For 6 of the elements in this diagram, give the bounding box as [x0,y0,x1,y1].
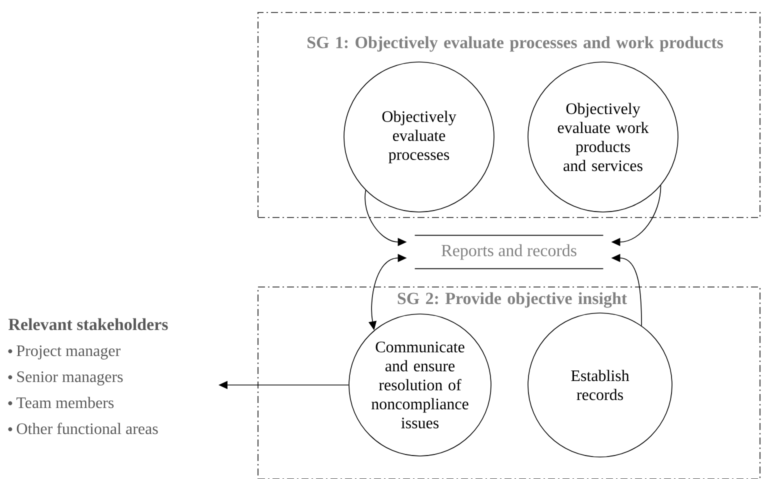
list-heading: Relevant stakeholders [8,318,168,330]
data-store: Reports and records [414,234,604,270]
list-item: Senior managers [8,371,123,386]
list-item: Other functional areas [8,422,158,434]
list-item: Project manager [8,345,120,360]
list-item: Team members [8,396,114,408]
